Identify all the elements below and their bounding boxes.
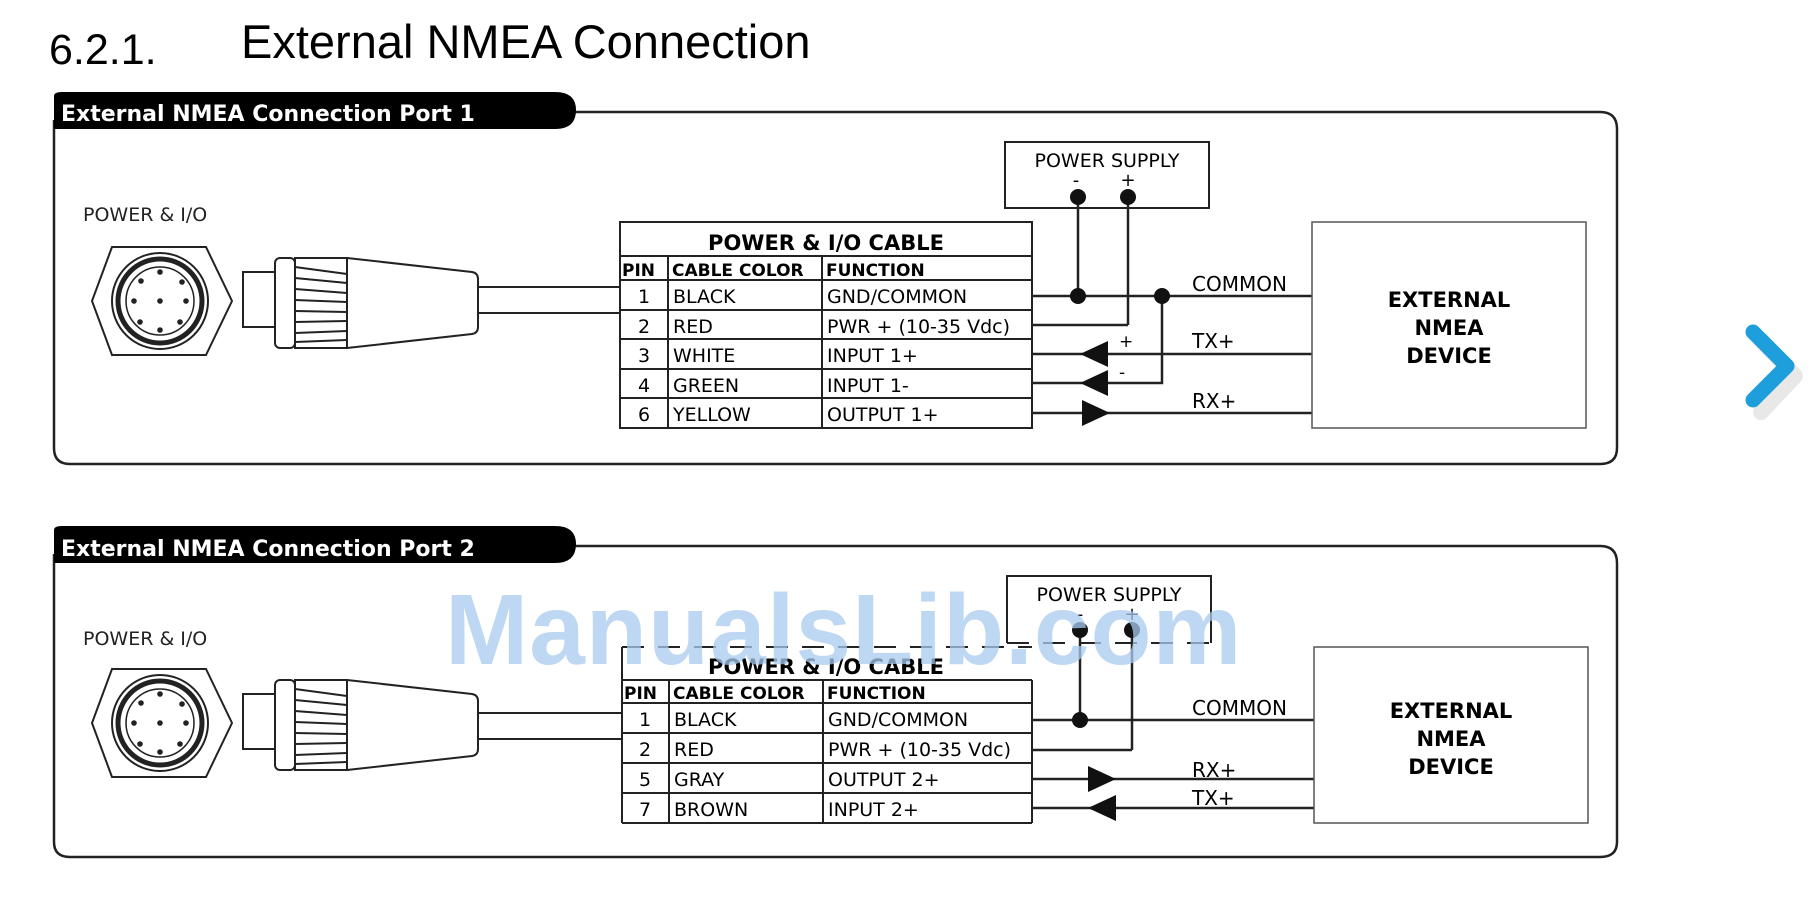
tx-label: TX+ (1191, 329, 1235, 353)
junction-dot (1124, 622, 1140, 638)
output-arrow-icon (1088, 766, 1116, 792)
table-cell: WHITE (673, 345, 735, 367)
table-cell: GND/COMMON (827, 286, 967, 308)
port-1-header-function: FUNCTION (826, 261, 925, 281)
table-cell: PWR + (10-35 Vdc) (827, 316, 1010, 338)
port-1-diagram: External NMEA Connection Port 1 POWER & … (52, 92, 1619, 466)
table-cell: 1 (638, 286, 650, 308)
table-cell: GRAY (674, 769, 725, 791)
table-cell: OUTPUT 1+ (827, 404, 939, 426)
table-cell: RED (673, 316, 713, 338)
port-2-header-pin: PIN (624, 684, 657, 704)
junction-dot (1072, 712, 1088, 728)
port-2-tab-label: External NMEA Connection Port 2 (61, 537, 475, 562)
svg-text:EXTERNAL: EXTERNAL (1388, 288, 1511, 312)
port-2-device-label: EXTERNAL NMEA DEVICE (1390, 699, 1513, 779)
input-minus-arrow-icon (1080, 370, 1108, 396)
port-2-device-box (1313, 646, 1589, 824)
port-2-tab (54, 526, 576, 563)
table-cell: BLACK (674, 709, 737, 731)
table-cell: PWR + (10-35 Vdc) (828, 739, 1011, 761)
table-cell: YELLOW (672, 404, 751, 426)
table-cell: 4 (638, 375, 650, 397)
port-2-header-color: CABLE COLOR (673, 684, 805, 704)
minus-sign: - (1077, 604, 1084, 625)
rx-label: RX+ (1192, 758, 1236, 782)
table-cell: 2 (638, 316, 650, 338)
port-1-header-color: CABLE COLOR (672, 261, 804, 281)
table-cell: GREEN (673, 375, 739, 397)
tx-label: TX+ (1191, 786, 1235, 810)
table-cell: RED (674, 739, 714, 761)
port-1-device-box (1311, 221, 1587, 429)
table-cell: 3 (638, 345, 650, 367)
chevron-right-icon (1745, 324, 1803, 420)
junction-dot (1070, 189, 1086, 205)
table-cell: 5 (639, 769, 651, 791)
port-1-table-title: POWER & I/O CABLE (708, 231, 944, 255)
cable-plug-icon (242, 678, 622, 772)
port-1-power-supply-label: POWER SUPPLY (1035, 150, 1180, 172)
port-1-header-pin: PIN (622, 261, 655, 281)
svg-text:NMEA: NMEA (1416, 727, 1486, 751)
port-2-cable-table (621, 646, 1033, 824)
junction-dot (1120, 189, 1136, 205)
table-cell: BLACK (673, 286, 736, 308)
junction-dot (1070, 288, 1086, 304)
port-1-table-rows: 1 BLACK GND/COMMON 2 RED PWR + (10-35 Vd… (638, 286, 1010, 426)
table-cell: BROWN (674, 799, 748, 821)
svg-text:DEVICE: DEVICE (1406, 344, 1492, 368)
port-2-frame (52, 544, 1619, 859)
port-2-power-supply-label: POWER SUPPLY (1037, 584, 1182, 606)
minus-label: - (1119, 363, 1125, 383)
plus-sign: + (1124, 604, 1139, 625)
table-cell: GND/COMMON (828, 709, 968, 731)
table-cell: 7 (639, 799, 651, 821)
table-cell: INPUT 1+ (827, 345, 918, 367)
port-2-table-title: POWER & I/O CABLE (708, 655, 944, 679)
port-1-frame (52, 110, 1619, 466)
port-2-header-function: FUNCTION (827, 684, 926, 704)
common-label: COMMON (1192, 696, 1287, 720)
svg-text:EXTERNAL: EXTERNAL (1390, 699, 1513, 723)
port-1-power-supply-box (1004, 141, 1210, 209)
plus-sign: + (1120, 170, 1135, 191)
panel-connector-icon (90, 668, 234, 778)
port-1-connector-label: POWER & I/O (83, 204, 207, 226)
rx-label: RX+ (1192, 389, 1236, 413)
table-cell: 1 (639, 709, 651, 731)
output-arrow-icon (1082, 400, 1110, 426)
table-cell: INPUT 1- (827, 375, 909, 397)
plus-label: + (1119, 332, 1133, 352)
section-number: 6.2.1. (49, 26, 157, 74)
input-plus-arrow-icon (1080, 341, 1108, 367)
port-1-device-label: EXTERNAL NMEA DEVICE (1388, 288, 1511, 368)
port-2-junctions (1072, 622, 1140, 821)
svg-text:NMEA: NMEA (1414, 316, 1484, 340)
svg-text:DEVICE: DEVICE (1408, 755, 1494, 779)
cable-plug-icon (242, 256, 620, 350)
junction-dot (1072, 622, 1088, 638)
table-cell: 2 (639, 739, 651, 761)
port-2-power-supply-box (1006, 575, 1212, 643)
table-cell: INPUT 2+ (828, 799, 919, 821)
table-cell: OUTPUT 2+ (828, 769, 940, 791)
section-title: External NMEA Connection (241, 15, 811, 68)
input-arrow-icon (1088, 795, 1116, 821)
minus-sign: - (1073, 170, 1080, 191)
port-2-table-rows: 1 BLACK GND/COMMON 2 RED PWR + (10-35 Vd… (639, 709, 1011, 821)
next-page-button[interactable] (1735, 320, 1805, 420)
junction-dot (1154, 288, 1170, 304)
common-label: COMMON (1192, 272, 1287, 296)
port-1-wiring (1032, 197, 1312, 415)
port-2-connector-label: POWER & I/O (83, 628, 207, 650)
port-1-junctions (1070, 189, 1170, 426)
port-1-tab-label: External NMEA Connection Port 1 (61, 102, 475, 127)
port-1-tab (54, 92, 576, 129)
table-cell: 6 (638, 404, 650, 426)
panel-connector-icon (90, 246, 234, 356)
